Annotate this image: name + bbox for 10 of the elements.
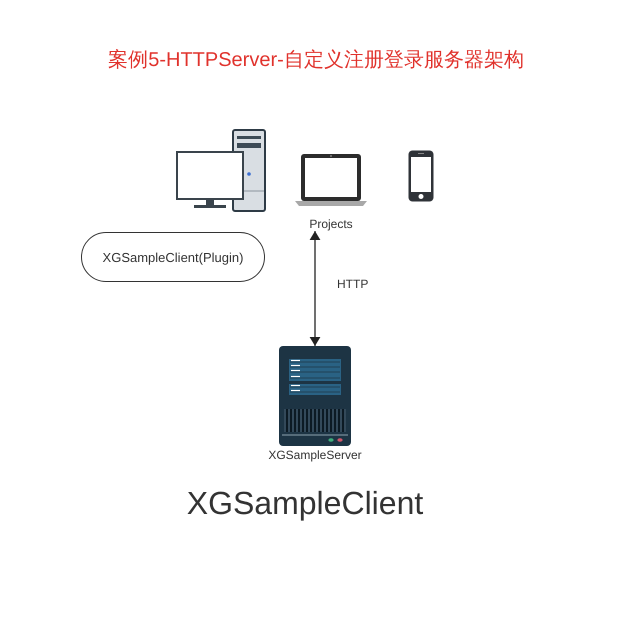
diagram-title: 案例5-HTTPServer-自定义注册登录服务器架构 — [108, 48, 524, 73]
device-label: Projects — [309, 217, 353, 231]
smartphone-icon — [408, 150, 434, 202]
node-label: XGSampleClient(Plugin) — [102, 250, 244, 264]
arrow — [310, 231, 320, 346]
rounded-box — [81, 232, 265, 282]
caption: XGSampleClient — [186, 484, 424, 523]
desktop-computer-icon — [176, 129, 266, 213]
edge-label: HTTP — [335, 276, 370, 290]
device-label: XGSampleServer — [268, 448, 362, 462]
